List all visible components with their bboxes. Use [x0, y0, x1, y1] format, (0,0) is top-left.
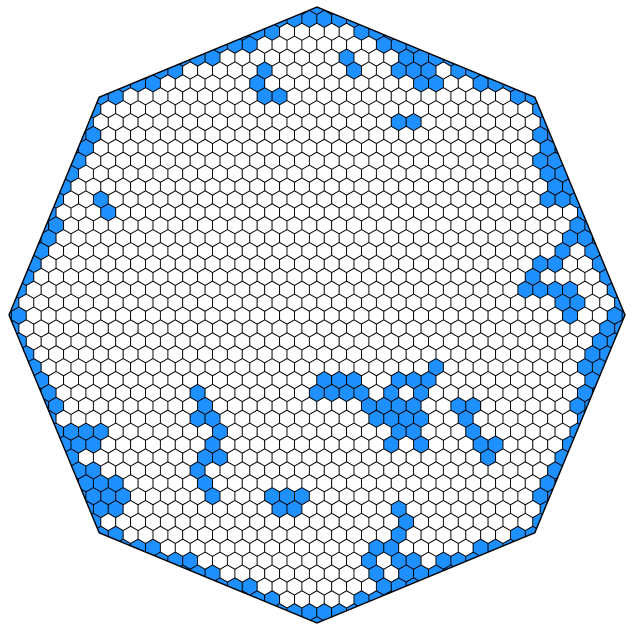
- border-cell[interactable]: [249, 590, 266, 609]
- border-cell[interactable]: [487, 538, 504, 557]
- border-cell[interactable]: [18, 242, 35, 261]
- border-cell[interactable]: [599, 371, 616, 390]
- border-cell[interactable]: [115, 538, 132, 557]
- border-cell[interactable]: [346, 603, 362, 622]
- border-cell[interactable]: [562, 151, 578, 170]
- border-cell[interactable]: [502, 538, 519, 557]
- border-cell[interactable]: [234, 590, 251, 609]
- border-cell[interactable]: [130, 538, 146, 557]
- border-cell[interactable]: [368, 590, 385, 609]
- border-cell[interactable]: [524, 525, 541, 544]
- border-cell[interactable]: [286, 603, 303, 622]
- border-cell[interactable]: [599, 242, 616, 261]
- border-cell[interactable]: [55, 151, 72, 170]
- border-cell[interactable]: [383, 590, 400, 609]
- board-outline: [8, 6, 626, 624]
- border-cell[interactable]: [271, 603, 288, 622]
